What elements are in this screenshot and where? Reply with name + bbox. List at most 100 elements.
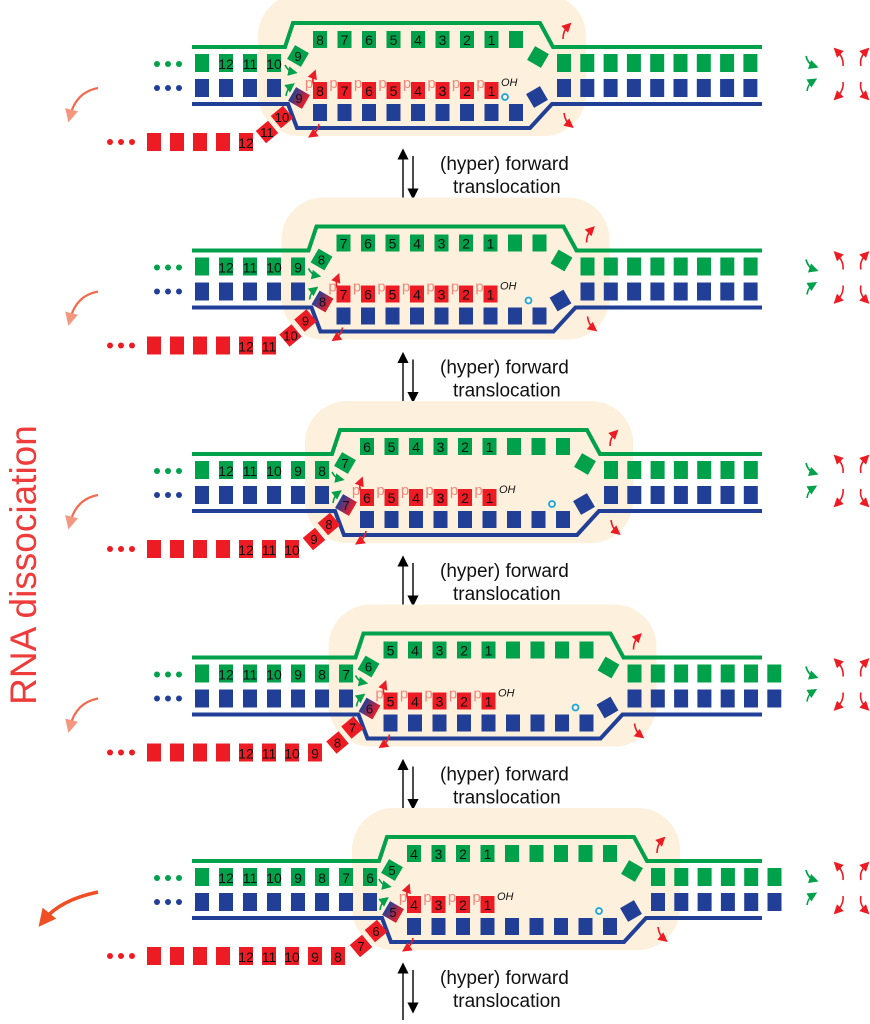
rna-base-label: 2 bbox=[462, 287, 470, 303]
downstream-template-base bbox=[650, 257, 665, 276]
upstream-template-base bbox=[243, 257, 257, 276]
ellipsis-dot bbox=[176, 61, 182, 67]
bubble-template-base-label: 4 bbox=[413, 236, 421, 252]
rna-base-label: 7 bbox=[341, 83, 349, 99]
exited-rna-base bbox=[216, 743, 230, 762]
melting-arrow bbox=[859, 658, 870, 677]
bubble-template-base-label: 5 bbox=[389, 236, 397, 252]
template-shift-arrow bbox=[354, 675, 369, 687]
upstream-template-base-label: 11 bbox=[243, 667, 258, 683]
bubble-rewind-arrow bbox=[402, 937, 414, 952]
rna-base-label: 3 bbox=[435, 897, 443, 913]
bubble-nontemplate-base bbox=[531, 511, 546, 528]
bubble-template-base-label: 3 bbox=[437, 439, 445, 455]
template-strand-line bbox=[192, 224, 762, 253]
rna-base-label: 6 bbox=[364, 287, 372, 303]
bubble-nontemplate-base bbox=[409, 511, 423, 528]
downstream-template-base bbox=[673, 257, 688, 276]
template-strand-line bbox=[192, 21, 762, 49]
rna-base-label: 1 bbox=[487, 287, 495, 303]
exiting-rna-base-shape bbox=[270, 105, 294, 129]
active-site-marker bbox=[595, 907, 603, 915]
hybrid-base-label: 7 bbox=[342, 498, 349, 513]
bubble-nontemplate-base bbox=[505, 918, 519, 935]
downstream-template-base bbox=[626, 54, 641, 72]
upstream-template-base-label: 11 bbox=[243, 56, 258, 72]
active-site-marker bbox=[548, 500, 556, 508]
flipped-template-base-label: 6 bbox=[365, 660, 372, 675]
bubble-template-base-label: 1 bbox=[484, 846, 492, 862]
downstream-flipped-template-shape bbox=[527, 46, 549, 68]
bubble-template-base bbox=[361, 234, 375, 252]
ellipsis-dot bbox=[154, 85, 160, 91]
upstream-template-base bbox=[315, 868, 329, 886]
upstream-nontemplate-base bbox=[363, 893, 377, 911]
downstream-template-base bbox=[557, 54, 571, 72]
upstream-nontemplate-base bbox=[243, 486, 257, 504]
ellipsis-dot bbox=[176, 695, 182, 702]
upstream-nontemplate-base bbox=[243, 79, 257, 97]
bubble-template-base bbox=[508, 234, 522, 252]
bubble-template-base bbox=[506, 641, 520, 659]
rna-base-label: 5 bbox=[390, 83, 398, 99]
exiting-rna-base: 8 bbox=[317, 512, 341, 536]
rna-base-label: 6 bbox=[363, 490, 371, 506]
flipped-template-base-shape bbox=[357, 655, 380, 678]
upstream-nontemplate-base bbox=[219, 79, 233, 97]
phosphate-label: p bbox=[425, 482, 433, 499]
exited-rna-base bbox=[285, 947, 299, 965]
phosphate-label: p bbox=[329, 75, 337, 92]
bubble-nontemplate-base bbox=[383, 714, 398, 732]
upstream-nontemplate-base bbox=[243, 689, 257, 708]
upstream-template-base bbox=[243, 664, 257, 683]
upstream-template-base bbox=[219, 868, 233, 886]
phosphate-label: p bbox=[424, 686, 432, 703]
exited-rna-base bbox=[193, 947, 207, 965]
bubble-template-base bbox=[530, 641, 545, 659]
upstream-template-base-label: 10 bbox=[266, 667, 282, 683]
translocation-label-line2: translocation bbox=[453, 991, 561, 1012]
bubble-nontemplate-base bbox=[459, 307, 473, 325]
bubble-template-base-label: 5 bbox=[387, 643, 395, 659]
upstream-template-base-label: 8 bbox=[318, 870, 326, 886]
exited-rna-base bbox=[239, 336, 253, 355]
rna-base bbox=[459, 285, 473, 303]
downstream-template-base bbox=[720, 868, 735, 886]
flipped-template-base-label: 8 bbox=[318, 253, 325, 268]
ellipsis-dot bbox=[176, 468, 182, 474]
melting-arrow bbox=[833, 658, 844, 677]
ellipsis-dot bbox=[165, 492, 171, 498]
flipped-template-base-label: 7 bbox=[341, 456, 348, 471]
downstream-flipped-nontemplate-shape bbox=[596, 696, 619, 719]
upstream-template-base bbox=[363, 868, 377, 886]
upstream-template-base bbox=[291, 664, 305, 683]
nontemplate-shift-arrow bbox=[307, 286, 319, 300]
ellipsis-dot bbox=[107, 342, 113, 349]
ellipsis-dot bbox=[165, 695, 171, 702]
bubble-nontemplate-base bbox=[529, 918, 544, 935]
rna-dissociation-arrow bbox=[38, 890, 99, 927]
nontemplate-strand-line bbox=[192, 916, 762, 944]
downstream-open-arrow bbox=[563, 112, 574, 129]
bubble-nontemplate-base bbox=[579, 714, 594, 732]
translocation-label-line2: translocation bbox=[453, 177, 561, 198]
bubble-template-base bbox=[409, 438, 423, 455]
exiting-rna-base: 11 bbox=[255, 120, 279, 144]
upstream-template-base-label: 12 bbox=[218, 667, 234, 683]
melting-arrow bbox=[833, 454, 844, 474]
downstream-flipped-template-shape bbox=[550, 249, 573, 272]
downstream-nontemplate-base bbox=[720, 689, 735, 708]
exiting-rna-base-shape bbox=[302, 527, 326, 551]
rna-dissociation-arrow bbox=[65, 493, 99, 530]
downstream-open-arrow bbox=[633, 723, 645, 739]
downstream-nontemplate-base bbox=[743, 486, 758, 504]
bubble-nontemplate-base bbox=[431, 918, 446, 935]
ellipsis-dot bbox=[165, 875, 171, 881]
rna-base bbox=[411, 82, 425, 99]
downstream-open-arrow bbox=[655, 836, 666, 854]
melting-arrow bbox=[833, 861, 844, 881]
downstream-template-base bbox=[697, 664, 712, 683]
downstream-template-base bbox=[720, 54, 735, 72]
rna-shift-arrow bbox=[354, 476, 364, 496]
